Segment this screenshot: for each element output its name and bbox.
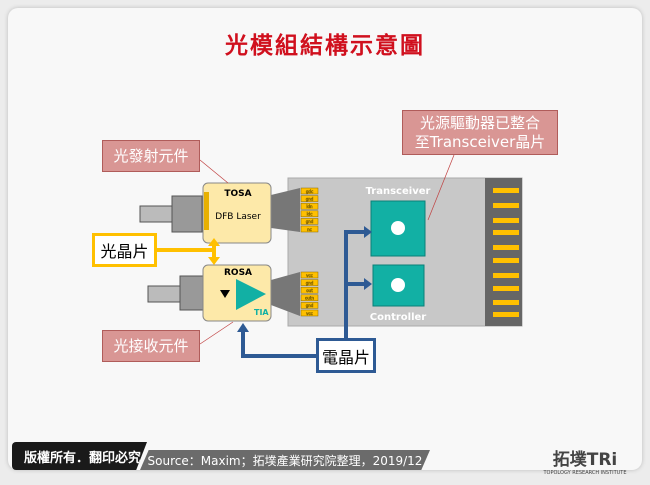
- transceiver-label: Transceiver: [366, 186, 431, 197]
- pin-pad: [300, 202, 319, 210]
- pin-pad: [300, 279, 319, 286]
- pin-label: nc: [307, 227, 312, 232]
- pin-pad: [300, 210, 319, 218]
- rosa-flex: [271, 272, 300, 316]
- pin-pad: [300, 225, 319, 233]
- tia-amplifier-icon: [236, 279, 266, 310]
- tia-label: TIA: [254, 308, 269, 317]
- pin-pad: [300, 271, 319, 279]
- tx-component-callout: 光發射元件: [102, 140, 200, 172]
- pin-label: gnd: [306, 303, 314, 308]
- tosa-flex: [271, 188, 300, 232]
- driver-callout-line1: 光源驅動器已整合: [419, 113, 540, 132]
- tri-logo: 拓墣TRi TOPOLOGY RESEARCH INSTITUTE: [535, 445, 635, 476]
- pin-label: vcc: [306, 311, 313, 316]
- electrical-chip-label: 電晶片: [316, 338, 376, 373]
- pin-label: gnd: [306, 219, 314, 224]
- pin-pad: [300, 187, 319, 195]
- edge-connector-pins: [493, 188, 519, 317]
- tosa-box: [202, 182, 272, 244]
- pin-label: ldc: [307, 212, 313, 217]
- source-text: Source：Maxim；拓墣產業研究院整理，2019/12: [140, 450, 430, 470]
- pin-label: gnd: [306, 280, 314, 285]
- electrical-arrows: [241, 230, 365, 358]
- pin-label: gdc: [306, 189, 313, 194]
- pin-label: outn: [305, 296, 315, 301]
- pin-label: vcc: [306, 273, 313, 278]
- pin-pad: [300, 309, 319, 317]
- photodiode-icon: [220, 290, 230, 298]
- pin-pad: [300, 218, 319, 225]
- pin-pad: [300, 302, 319, 309]
- optical-chip-label: 光晶片: [92, 233, 157, 267]
- rx-component-callout: 光接收元件: [102, 330, 200, 362]
- pin-label: gnd: [306, 196, 314, 201]
- tosa-label: TOSA: [224, 189, 251, 199]
- pin-pad: [300, 286, 319, 294]
- pin-pad: [300, 294, 319, 302]
- driver-callout: 光源驅動器已整合 至Transceiver晶片: [402, 110, 558, 155]
- optical-arrow: [157, 244, 216, 262]
- logo-main: 拓墣TRi: [552, 450, 618, 470]
- maxim-logo-icon: [391, 221, 405, 235]
- controller-label: Controller: [370, 312, 427, 323]
- copyright-label: 版權所有．翻印必究: [12, 442, 147, 470]
- pin-label: out: [306, 288, 313, 293]
- rosa-label: ROSA: [224, 268, 252, 278]
- maxim-logo-icon: [391, 278, 405, 292]
- driver-callout-line2: 至Transceiver晶片: [414, 132, 546, 151]
- dfb-laser-label: DFB Laser: [215, 212, 261, 222]
- pin-label: ldn: [306, 204, 313, 209]
- pin-pad: [300, 195, 319, 202]
- logo-sub: TOPOLOGY RESEARCH INSTITUTE: [543, 470, 627, 476]
- page-title: 光模組結構示意圖: [225, 32, 425, 59]
